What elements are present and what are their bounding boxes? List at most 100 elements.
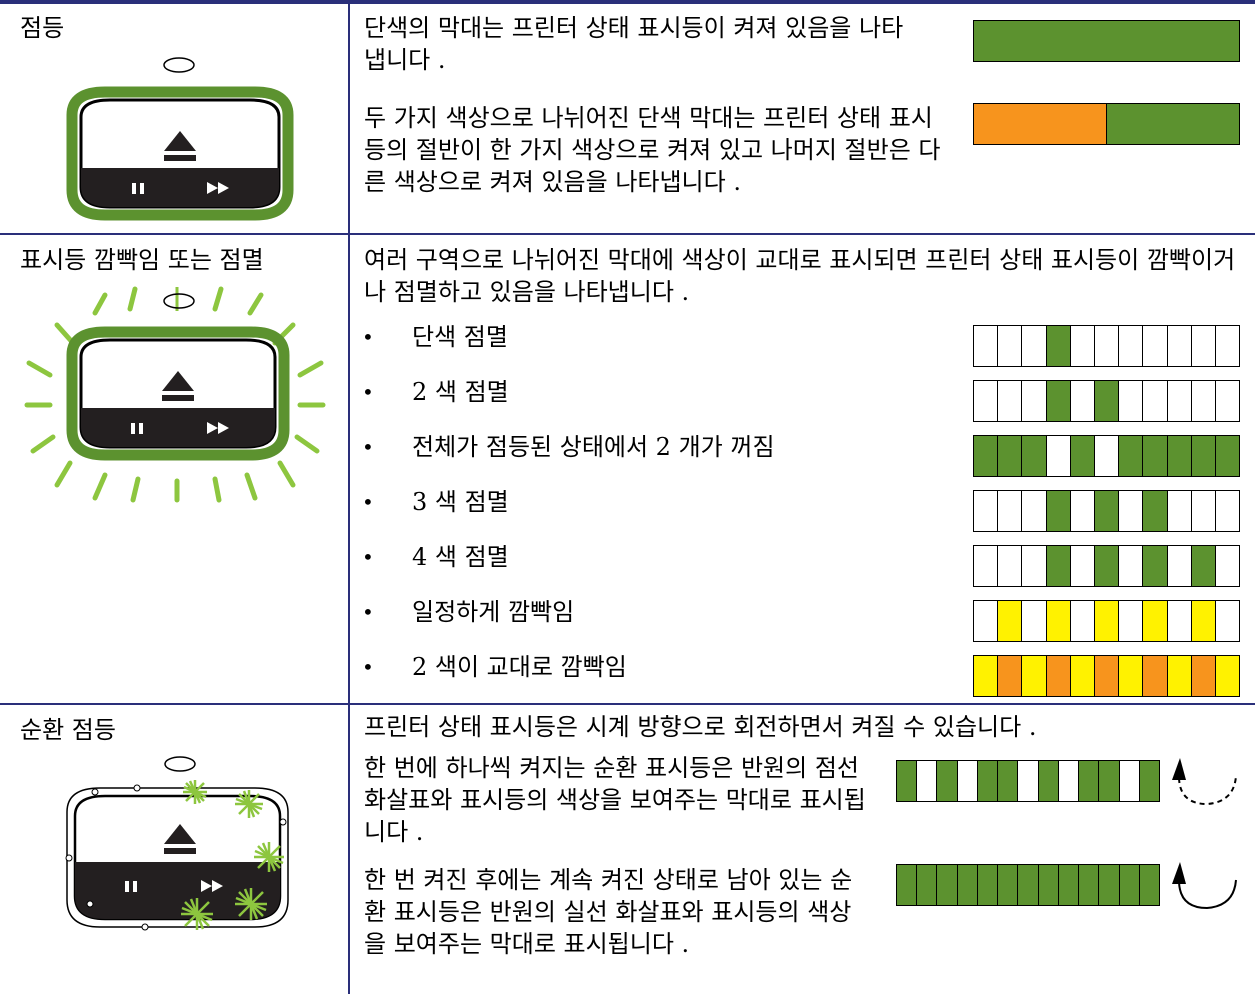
bar-segment bbox=[974, 656, 999, 696]
bar-segment bbox=[937, 761, 958, 801]
bar-segment bbox=[1046, 546, 1071, 586]
bar-segment bbox=[1038, 865, 1059, 905]
bar-segment bbox=[957, 865, 978, 905]
fast-forward-icon bbox=[207, 182, 229, 194]
bar-segment bbox=[1119, 381, 1144, 421]
eject-icon bbox=[162, 371, 194, 401]
cycling-description-1: 한 번에 하나씩 켜지는 순환 표시등은 반원의 점선 화살표와 표시등의 색상… bbox=[364, 754, 866, 846]
fast-forward-icon bbox=[201, 880, 223, 892]
blink-pattern-bar bbox=[973, 600, 1240, 642]
bar-segment bbox=[1191, 326, 1216, 366]
row-label-steady: 점등 bbox=[20, 14, 65, 42]
blink-item-label: 2 색 점멸 bbox=[412, 378, 509, 406]
bar-segment bbox=[1046, 656, 1071, 696]
steady-description-1: 단색의 막대는 프린터 상태 표시등이 켜져 있음을 나타냅니다 . bbox=[364, 14, 904, 74]
solid-circular-arrow-icon bbox=[1172, 862, 1237, 910]
bar-segment bbox=[1022, 656, 1047, 696]
blink-item-label: 전체가 점등된 상태에서 2 개가 꺼짐 bbox=[412, 433, 775, 461]
blink-pattern-bar bbox=[973, 655, 1240, 697]
pause-icon bbox=[125, 881, 137, 892]
bar-segment bbox=[1046, 436, 1071, 476]
cycling-control-panel-icon bbox=[65, 756, 289, 931]
bar-segment bbox=[1022, 381, 1047, 421]
bar-segment bbox=[998, 491, 1023, 531]
bar-segment bbox=[1070, 436, 1095, 476]
bar-segment bbox=[1143, 326, 1168, 366]
indicator-lamp-icon bbox=[163, 57, 195, 73]
bar-segment bbox=[1167, 546, 1192, 586]
bar-segment bbox=[1070, 546, 1095, 586]
bar-segment bbox=[1018, 865, 1039, 905]
bar-segment bbox=[1191, 436, 1216, 476]
blink-item-label: 3 색 점멸 bbox=[412, 488, 509, 516]
bar-segment bbox=[1167, 436, 1192, 476]
dashed-circular-arrow-icon bbox=[1172, 758, 1237, 806]
blink-item-label: 단색 점멸 bbox=[412, 323, 508, 351]
row-divider-2 bbox=[0, 703, 1255, 705]
blink-item-label: 2 색이 교대로 깜빡임 bbox=[412, 653, 627, 681]
bar-segment bbox=[1119, 326, 1144, 366]
bar-segment bbox=[974, 601, 999, 641]
solid-bar-two-color bbox=[973, 103, 1240, 145]
list-bullet: • bbox=[362, 435, 374, 459]
bar-segment bbox=[1143, 436, 1168, 476]
bar-segment bbox=[1191, 656, 1216, 696]
indicator-lamp-icon bbox=[164, 756, 196, 772]
bar-segment bbox=[1094, 326, 1120, 366]
bar-segment bbox=[1079, 761, 1100, 801]
bar-segment bbox=[1022, 326, 1047, 366]
bar-segment bbox=[1070, 491, 1095, 531]
bar-segment bbox=[1167, 491, 1192, 531]
bar-segment bbox=[1143, 546, 1168, 586]
bar-segment bbox=[1119, 865, 1140, 905]
bar-segment bbox=[974, 381, 999, 421]
bar-segment bbox=[1046, 326, 1071, 366]
cycling-bar-one-at-a-time bbox=[896, 760, 1160, 802]
blink-pattern-bar bbox=[973, 380, 1240, 422]
bar-segment bbox=[1139, 865, 1160, 905]
bar-segment bbox=[1022, 491, 1047, 531]
bar-segment bbox=[1094, 656, 1120, 696]
bar-segment bbox=[1022, 436, 1047, 476]
bar-segment bbox=[1094, 601, 1120, 641]
cycling-bar-stay-on bbox=[896, 864, 1160, 906]
blinking-intro: 여러 구역으로 나뉘어진 막대에 색상이 교대로 표시되면 프린터 상태 표시등… bbox=[364, 246, 1236, 306]
fast-forward-icon bbox=[207, 422, 229, 434]
cycling-description-2: 한 번 켜진 후에는 계속 켜진 상태로 남아 있는 순환 표시등은 반원의 실… bbox=[364, 866, 853, 958]
blink-pattern-bar bbox=[973, 490, 1240, 532]
blink-item-label: 일정하게 깜빡임 bbox=[412, 598, 575, 626]
bar-segment bbox=[1094, 546, 1120, 586]
eject-icon bbox=[164, 131, 196, 161]
bar-segment bbox=[1022, 546, 1047, 586]
eject-icon bbox=[164, 824, 196, 854]
cycling-intro: 프린터 상태 표시등은 시계 방향으로 회전하면서 켜질 수 있습니다 . bbox=[364, 713, 1037, 741]
bar-segment bbox=[998, 656, 1023, 696]
bar-segment bbox=[998, 436, 1023, 476]
bar-segment bbox=[1070, 381, 1095, 421]
bar-segment bbox=[1215, 601, 1240, 641]
bar-segment bbox=[1094, 436, 1120, 476]
bar-segment bbox=[1099, 865, 1120, 905]
blink-pattern-bar bbox=[973, 435, 1240, 477]
printer-control-panel-icon bbox=[66, 57, 294, 221]
bar-segment bbox=[1167, 326, 1192, 366]
bar-segment bbox=[1099, 761, 1120, 801]
row-label-blinking: 표시등 깜빡임 또는 점멸 bbox=[20, 246, 264, 274]
bar-segment bbox=[1119, 491, 1144, 531]
row-label-cycling: 순환 점등 bbox=[20, 716, 116, 744]
list-bullet: • bbox=[362, 490, 374, 514]
bar-segment bbox=[1215, 491, 1240, 531]
bar-segment bbox=[937, 865, 958, 905]
bar-segment bbox=[1058, 761, 1080, 801]
row-divider-1 bbox=[0, 233, 1255, 235]
bar-segment bbox=[1191, 491, 1216, 531]
bar-segment bbox=[974, 326, 999, 366]
bar-segment bbox=[998, 865, 1019, 905]
bar-segment bbox=[957, 761, 978, 801]
solid-bar-single-color bbox=[973, 20, 1240, 62]
bar-segment bbox=[1046, 601, 1071, 641]
list-bullet: • bbox=[362, 655, 374, 679]
bar-segment bbox=[1215, 326, 1240, 366]
column-divider bbox=[348, 0, 350, 994]
list-bullet: • bbox=[362, 325, 374, 349]
